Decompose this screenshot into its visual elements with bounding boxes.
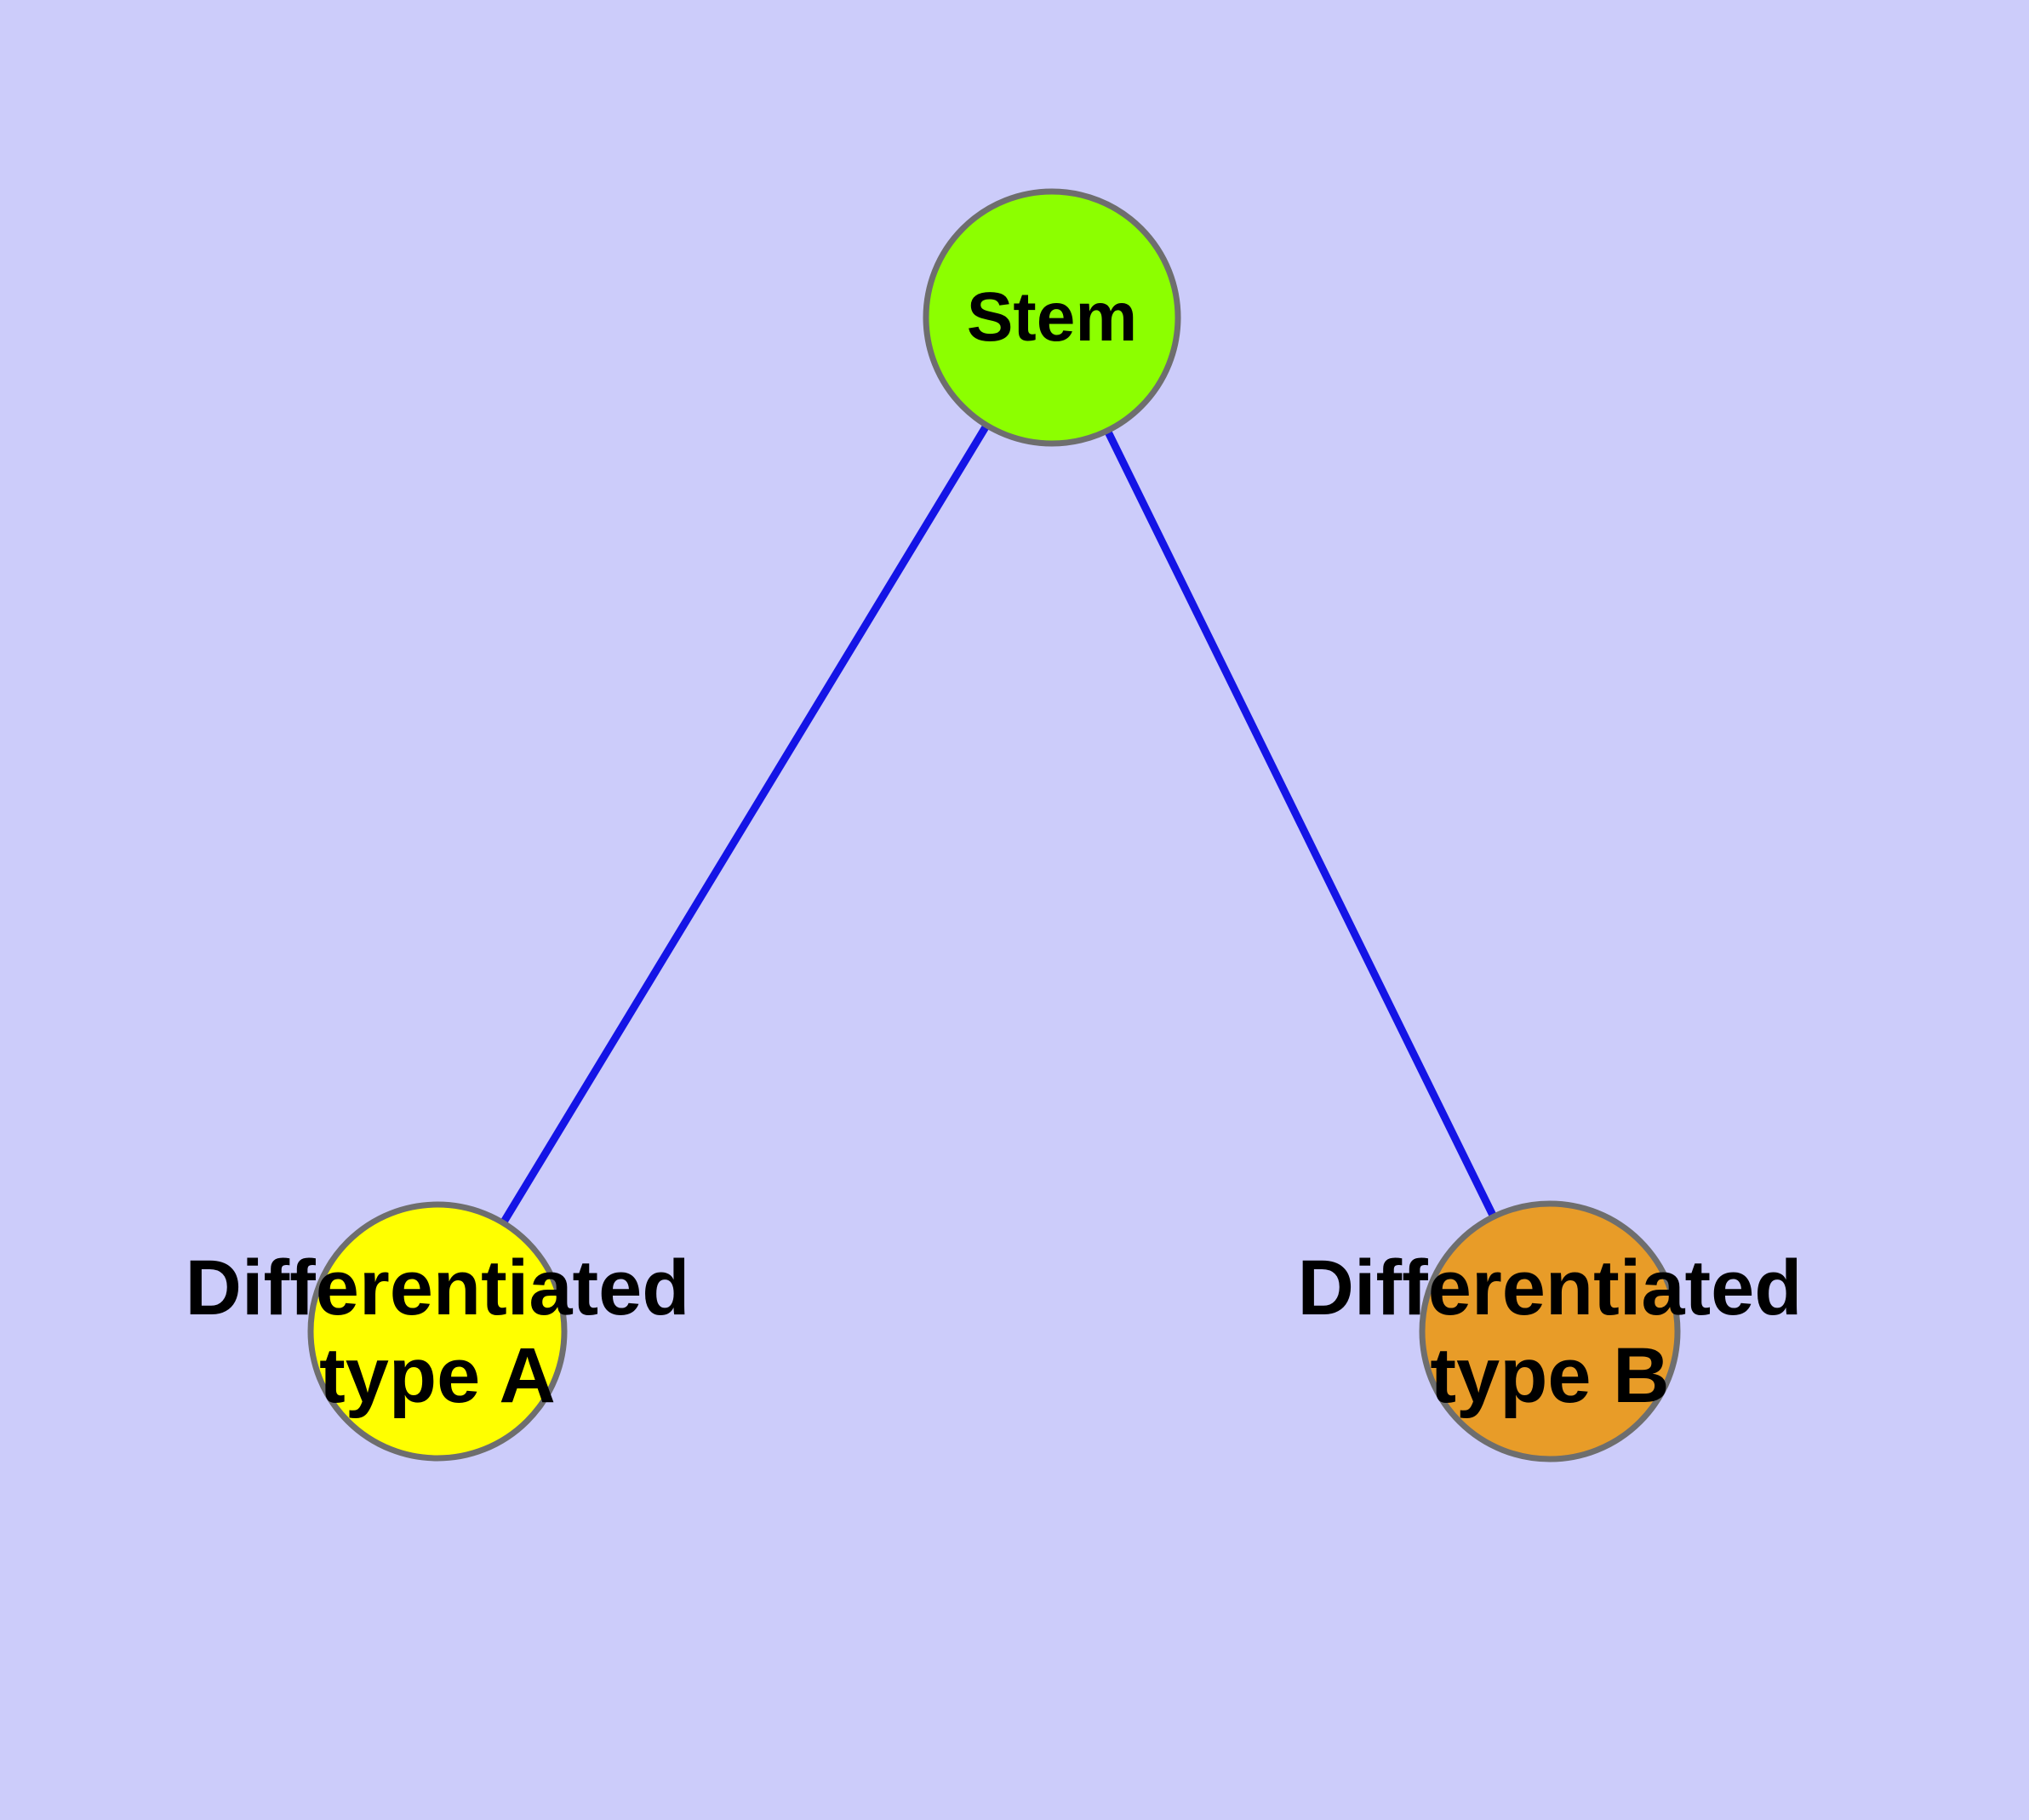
node-diff-b[interactable] (1419, 1200, 1681, 1462)
nodes-layer (307, 188, 1681, 1462)
edges-layer (434, 315, 1554, 1334)
edge-stem-to-diff-b (1048, 316, 1554, 1333)
node-diff-a[interactable] (307, 1201, 568, 1462)
node-stem[interactable] (923, 188, 1181, 447)
edge-stem-to-diff-a (434, 315, 1055, 1334)
